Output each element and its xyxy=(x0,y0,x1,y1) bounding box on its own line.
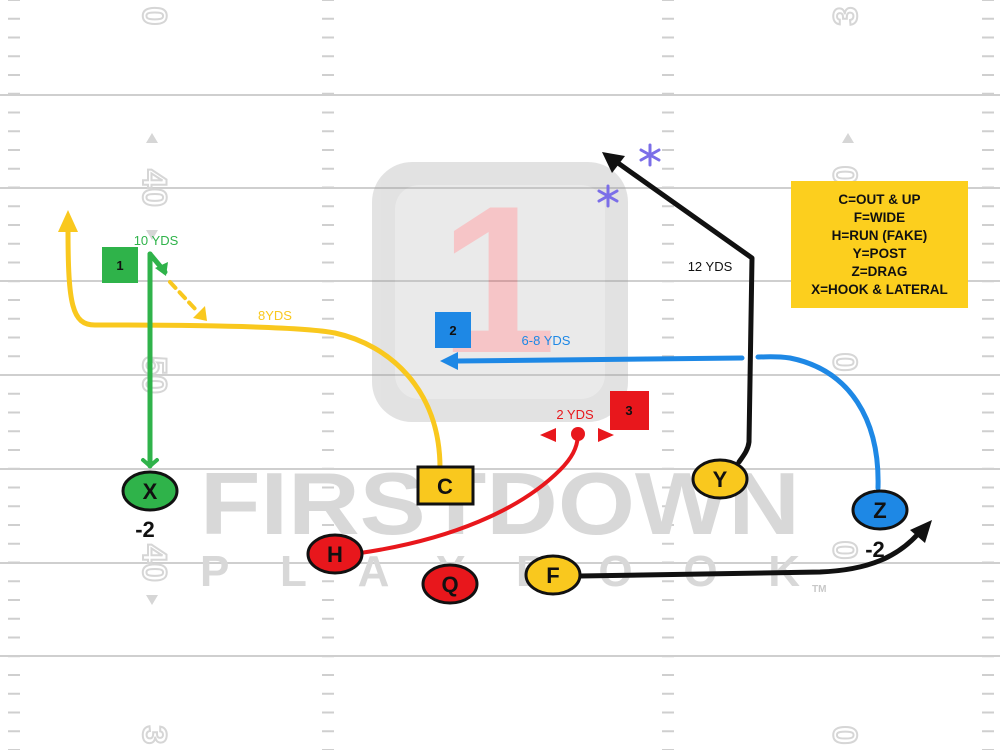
asterisk-icon xyxy=(639,143,661,167)
route-labels: 10 YDS 8YDS 6-8 YDS 2 YDS 12 YDS xyxy=(134,233,733,422)
routes xyxy=(58,152,932,579)
legend-line: X=HOOK & LATERAL xyxy=(811,281,948,297)
player-x-alignment-note: -2 xyxy=(135,517,155,542)
yard-numbers: 0 3 40 50 40 0 0 0 3 0 xyxy=(134,6,866,746)
svg-text:X: X xyxy=(143,479,158,504)
hot-read-markers xyxy=(597,143,661,208)
z-route xyxy=(755,354,881,491)
y-route xyxy=(615,160,755,465)
x-lateral-arrowhead xyxy=(193,306,207,321)
c-route xyxy=(65,225,443,471)
legend-line: Z=DRAG xyxy=(851,263,908,279)
yard-number-left-upper: 40 xyxy=(135,169,173,207)
h-route xyxy=(358,434,580,555)
f-route-arrowhead xyxy=(910,520,932,543)
z-route-arrowhead xyxy=(440,352,458,370)
read-2-badge: 2 xyxy=(435,312,471,348)
svg-text:1: 1 xyxy=(116,258,123,273)
player-x: X xyxy=(121,470,179,512)
yard-number-arrows xyxy=(146,133,854,605)
yard-number-right-lower: 0 xyxy=(827,541,865,560)
z-route-drag xyxy=(455,355,745,364)
x-lateral-route xyxy=(168,280,200,314)
yard-number-top-right: 3 xyxy=(827,7,865,26)
yard-number-left-middle: 50 xyxy=(135,356,173,394)
svg-text:2: 2 xyxy=(449,323,456,338)
h-route-arrow-left xyxy=(540,428,556,442)
svg-text:3: 3 xyxy=(625,403,632,418)
h-route-mesh-point xyxy=(571,427,585,441)
svg-text:Z: Z xyxy=(873,498,886,523)
yard-number-bottom-right: 0 xyxy=(827,726,865,745)
watermark-logo: 1 xyxy=(372,162,628,422)
read-3-badge: 3 xyxy=(610,391,649,430)
watermark-trademark: TM xyxy=(812,584,826,595)
c-route-label: 8YDS xyxy=(258,308,292,323)
player-f: F xyxy=(524,554,582,596)
y-route-label: 12 YDS xyxy=(688,259,733,274)
player-q: Q xyxy=(421,563,479,605)
player-y: Y xyxy=(691,458,749,500)
x-route-label: 10 YDS xyxy=(134,233,179,248)
yard-number-top-left: 0 xyxy=(135,7,173,26)
svg-text:H: H xyxy=(327,542,343,567)
legend-line: Y=POST xyxy=(852,245,907,261)
f-route xyxy=(577,531,921,579)
player-z: Z xyxy=(851,489,909,531)
svg-text:Q: Q xyxy=(441,572,458,597)
z-route-label: 6-8 YDS xyxy=(522,333,571,348)
x-route-hook-arrowhead xyxy=(155,262,168,276)
c-route-arrowhead xyxy=(58,210,78,232)
yard-number-right-upper: 0 xyxy=(827,166,865,185)
h-route-arrow-right xyxy=(598,428,614,442)
player-c: C xyxy=(416,465,475,506)
yard-number-right-middle: 0 xyxy=(827,353,865,372)
yard-number-bottom-left: 3 xyxy=(135,726,173,745)
svg-text:C: C xyxy=(437,474,453,499)
asterisk-icon xyxy=(597,184,619,208)
player-h: H xyxy=(306,533,364,575)
legend-line: F=WIDE xyxy=(853,209,906,225)
x-route-stem-tick xyxy=(141,458,159,468)
player-z-alignment-note: -2 xyxy=(865,537,885,562)
y-route-arrowhead xyxy=(602,152,625,173)
read-badges: 1 2 3 xyxy=(102,247,649,430)
svg-text:F: F xyxy=(546,563,559,588)
h-route-label: 2 YDS xyxy=(556,407,594,422)
svg-text:Y: Y xyxy=(713,467,728,492)
hash-marks xyxy=(8,0,994,750)
legend-line: C=OUT & UP xyxy=(838,191,921,207)
legend-line: H=RUN (FAKE) xyxy=(831,227,928,243)
players: X -2 C Y Z -2 H Q F xyxy=(121,458,909,605)
route-legend: C=OUT & UP F=WIDE H=RUN (FAKE) Y=POST Z=… xyxy=(791,181,968,308)
yard-lines xyxy=(0,94,1000,657)
yard-number-left-lower: 40 xyxy=(135,544,173,582)
read-1-badge: 1 xyxy=(102,247,138,283)
